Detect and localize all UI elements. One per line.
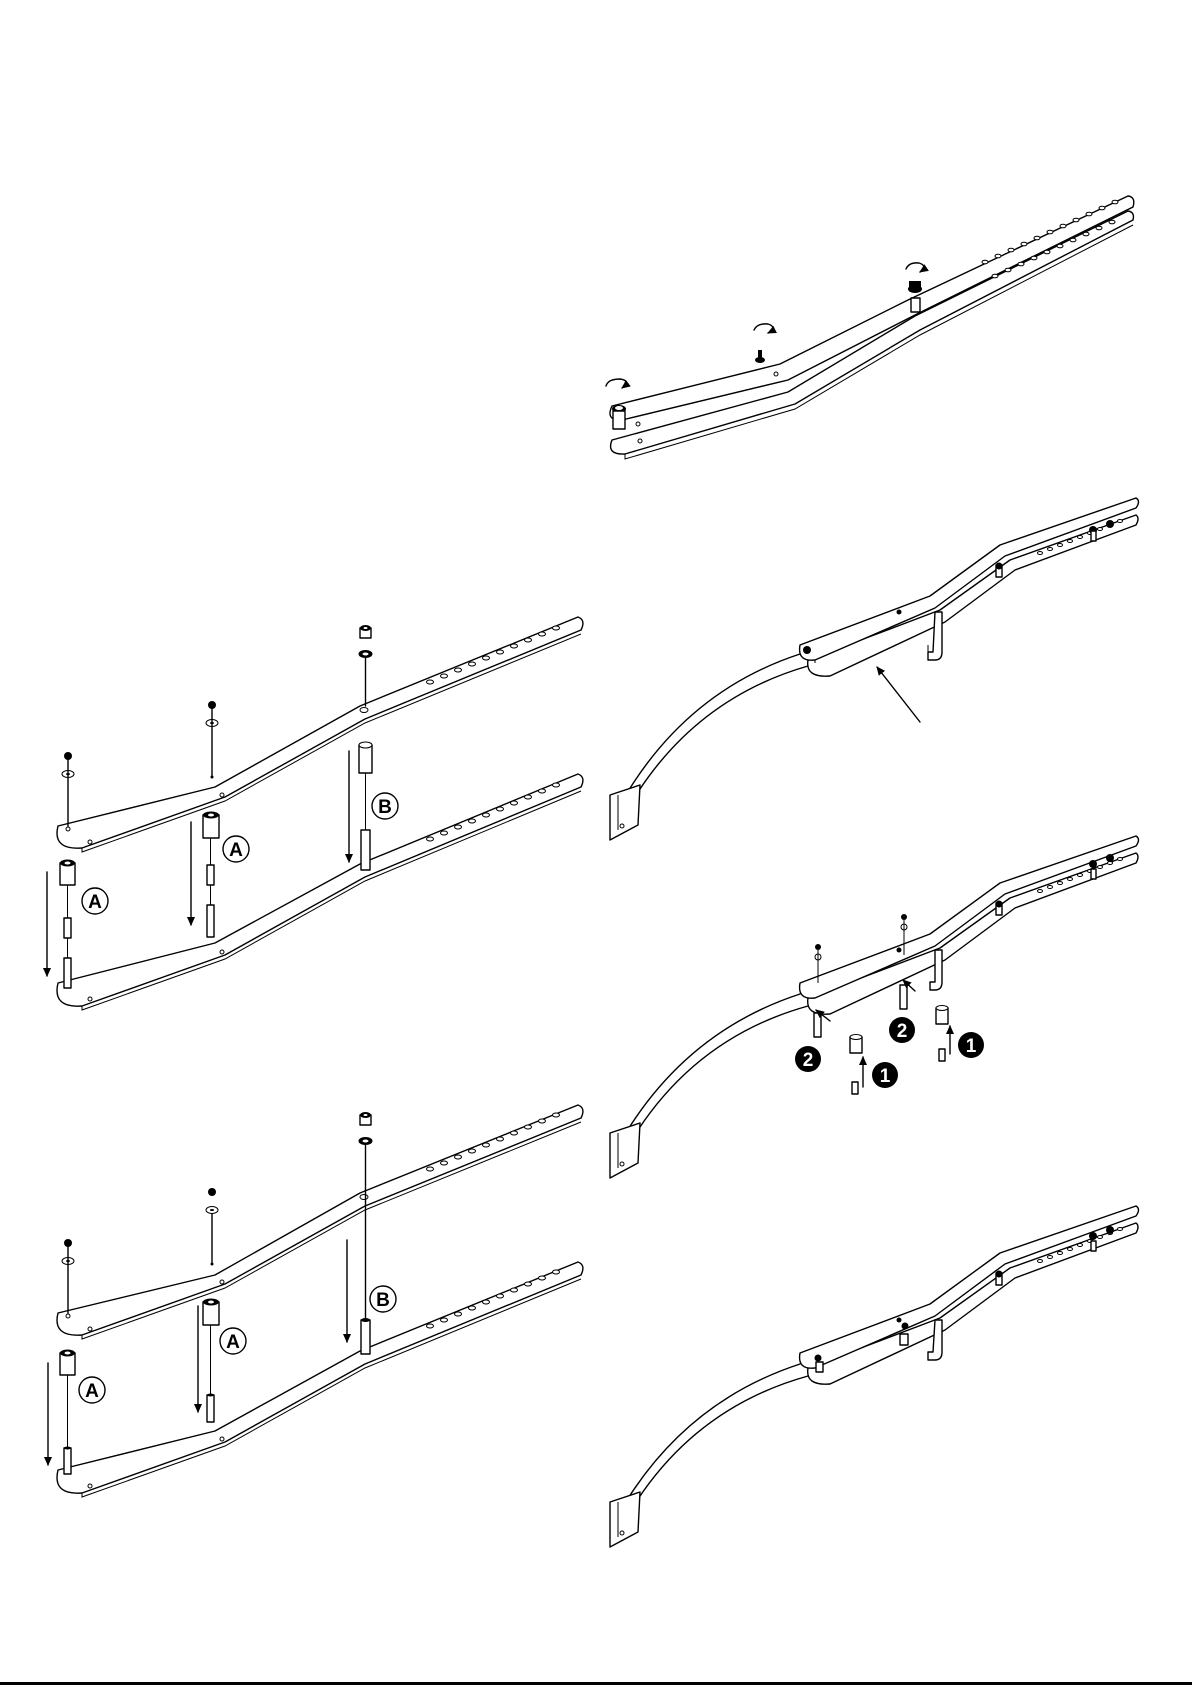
callout-label: A <box>85 1381 99 1402</box>
bolt-b <box>359 625 373 870</box>
end-bracket <box>610 785 640 840</box>
step-4-curved-assembly <box>610 498 1139 840</box>
callout-1: 1 <box>958 1032 984 1058</box>
nut-middle <box>755 350 765 363</box>
bolt-a-middle <box>206 701 218 779</box>
bolt-a-left <box>62 752 74 826</box>
step-5-curved-assembly-inserts: 2 2 1 1 <box>610 836 1139 1178</box>
bolt-b <box>359 1112 373 1354</box>
callout-label: B <box>378 797 392 818</box>
bolt-a-left <box>60 1239 75 1474</box>
rotate-arrow-icon <box>906 263 924 272</box>
callout-b: B <box>370 1286 396 1312</box>
step-3-exploded-view: A A B <box>48 1105 583 1497</box>
callout-label: 2 <box>803 1050 814 1071</box>
end-bracket <box>610 1123 640 1178</box>
step-1-assembled-rails <box>606 196 1134 459</box>
callout-1: 1 <box>872 1062 898 1088</box>
callout-a: A <box>220 1328 246 1354</box>
step-6-final-assembly <box>610 1206 1139 1547</box>
callout-label: 1 <box>880 1066 891 1087</box>
nut-left <box>612 405 626 429</box>
step-2-exploded-view: A A B <box>47 617 583 1010</box>
end-bracket <box>610 1492 640 1547</box>
bolt-a-middle <box>203 1188 219 1422</box>
callout-b: B <box>372 793 398 819</box>
spacer-a <box>60 860 75 989</box>
callout-2: 2 <box>795 1046 821 1072</box>
rotate-arrow-icon <box>754 324 773 333</box>
callout-2: 2 <box>889 1017 915 1043</box>
upper-rail <box>610 196 1134 420</box>
callout-label: 1 <box>966 1036 977 1057</box>
callout-a: A <box>223 836 249 862</box>
callout-label: A <box>226 1332 240 1353</box>
callout-a: A <box>79 1377 105 1403</box>
rotate-arrow-icon <box>606 379 626 388</box>
pointer-arrow-icon <box>877 667 920 722</box>
callout-label: A <box>88 892 102 913</box>
spacer-a <box>203 812 219 938</box>
callout-a: A <box>82 888 108 914</box>
callout-label: 2 <box>897 1021 908 1042</box>
callout-label: B <box>376 1290 390 1311</box>
callout-label: A <box>229 840 243 861</box>
